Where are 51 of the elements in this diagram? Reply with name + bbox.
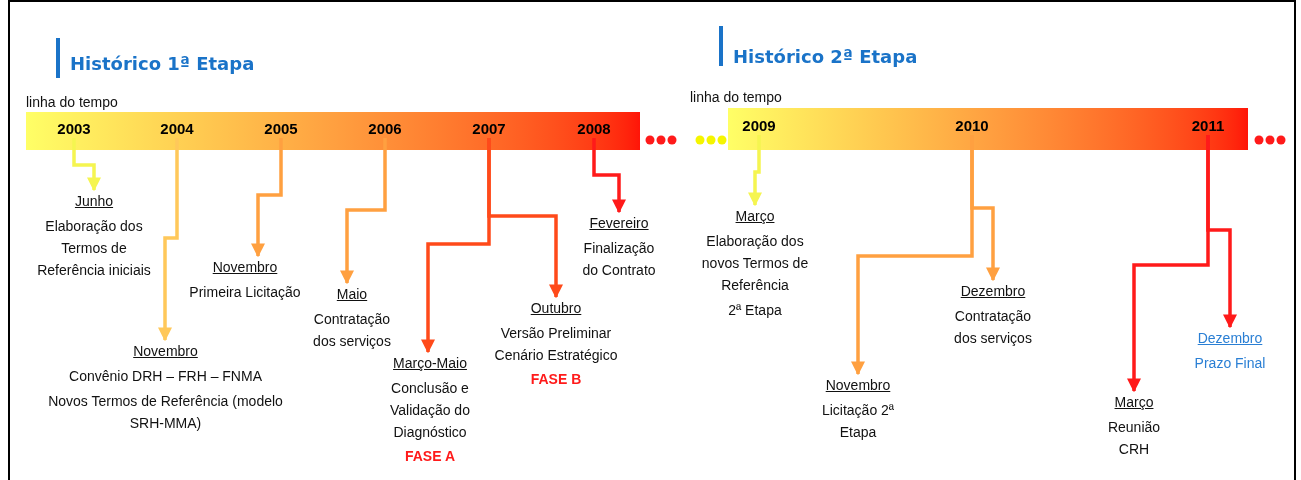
month-label: Novembro bbox=[212, 258, 278, 277]
year-label: 2003 bbox=[52, 120, 96, 138]
phase-label: FASE B bbox=[530, 370, 582, 389]
arrow bbox=[158, 138, 179, 342]
arrow bbox=[251, 138, 283, 258]
event-description: Novos Termos de Referência (modelo SRH-MMA) bbox=[48, 392, 283, 433]
year-label: 2004 bbox=[155, 120, 199, 138]
month-label: Novembro bbox=[825, 376, 891, 395]
arrow bbox=[1206, 135, 1237, 329]
timeline-bar bbox=[26, 112, 640, 150]
event-description: Prazo Final bbox=[1194, 354, 1266, 373]
arrow bbox=[487, 138, 563, 299]
year-label: 2005 bbox=[259, 120, 303, 138]
month-label: Outubro bbox=[530, 299, 582, 318]
event-description: Convênio DRH – FRH – FNMA bbox=[69, 367, 262, 386]
year-label: 2007 bbox=[467, 120, 511, 138]
event-description: Licitação 2ª Etapa bbox=[820, 401, 896, 442]
event-description: Reunião CRH bbox=[1106, 418, 1162, 459]
event-description: Primeira Licitação bbox=[189, 283, 301, 302]
month-label: Março-Maio bbox=[393, 354, 467, 373]
arrow bbox=[72, 138, 101, 192]
phase-label: FASE A bbox=[404, 447, 455, 466]
month-label: Junho bbox=[74, 192, 114, 211]
year-label: 2010 bbox=[950, 117, 994, 135]
arrow bbox=[340, 138, 387, 285]
section-title: Histórico 1ª Etapa bbox=[70, 52, 255, 76]
month-label: Novembro bbox=[133, 342, 198, 361]
event-description: Versão Preliminar Cenário Estratégico bbox=[493, 324, 619, 365]
month-label: Março bbox=[1114, 393, 1154, 412]
month-label: Fevereiro bbox=[589, 214, 649, 233]
month-label: Dezembro bbox=[960, 282, 1026, 301]
year-label: 2009 bbox=[737, 117, 781, 135]
event-description: Conclusão e Validação do Diagnóstico bbox=[389, 379, 471, 442]
event-description: Contratação dos serviços bbox=[312, 310, 392, 351]
timeline-caption: linha do tempo bbox=[690, 88, 782, 107]
year-label: 2006 bbox=[363, 120, 407, 138]
timeline-caption: linha do tempo bbox=[26, 93, 118, 112]
arrow bbox=[748, 135, 762, 207]
month-label: Março bbox=[735, 207, 775, 226]
event-description: Contratação dos serviços bbox=[953, 307, 1033, 348]
event-description: 2ª Etapa bbox=[728, 301, 782, 320]
year-label: 2008 bbox=[572, 120, 616, 138]
month-label: Dezembro bbox=[1197, 329, 1263, 348]
section-title: Histórico 2ª Etapa bbox=[733, 45, 918, 69]
year-label: 2011 bbox=[1186, 117, 1230, 135]
timeline-bar bbox=[728, 108, 1248, 150]
event-description: Finalização do Contrato bbox=[581, 239, 657, 280]
month-label: Maio bbox=[336, 285, 368, 304]
event-description: Elaboração dos Termos de Referência iniciais bbox=[36, 217, 152, 280]
arrow bbox=[592, 138, 626, 214]
event-description: Elaboração dos novos Termos de Referência bbox=[700, 232, 810, 295]
